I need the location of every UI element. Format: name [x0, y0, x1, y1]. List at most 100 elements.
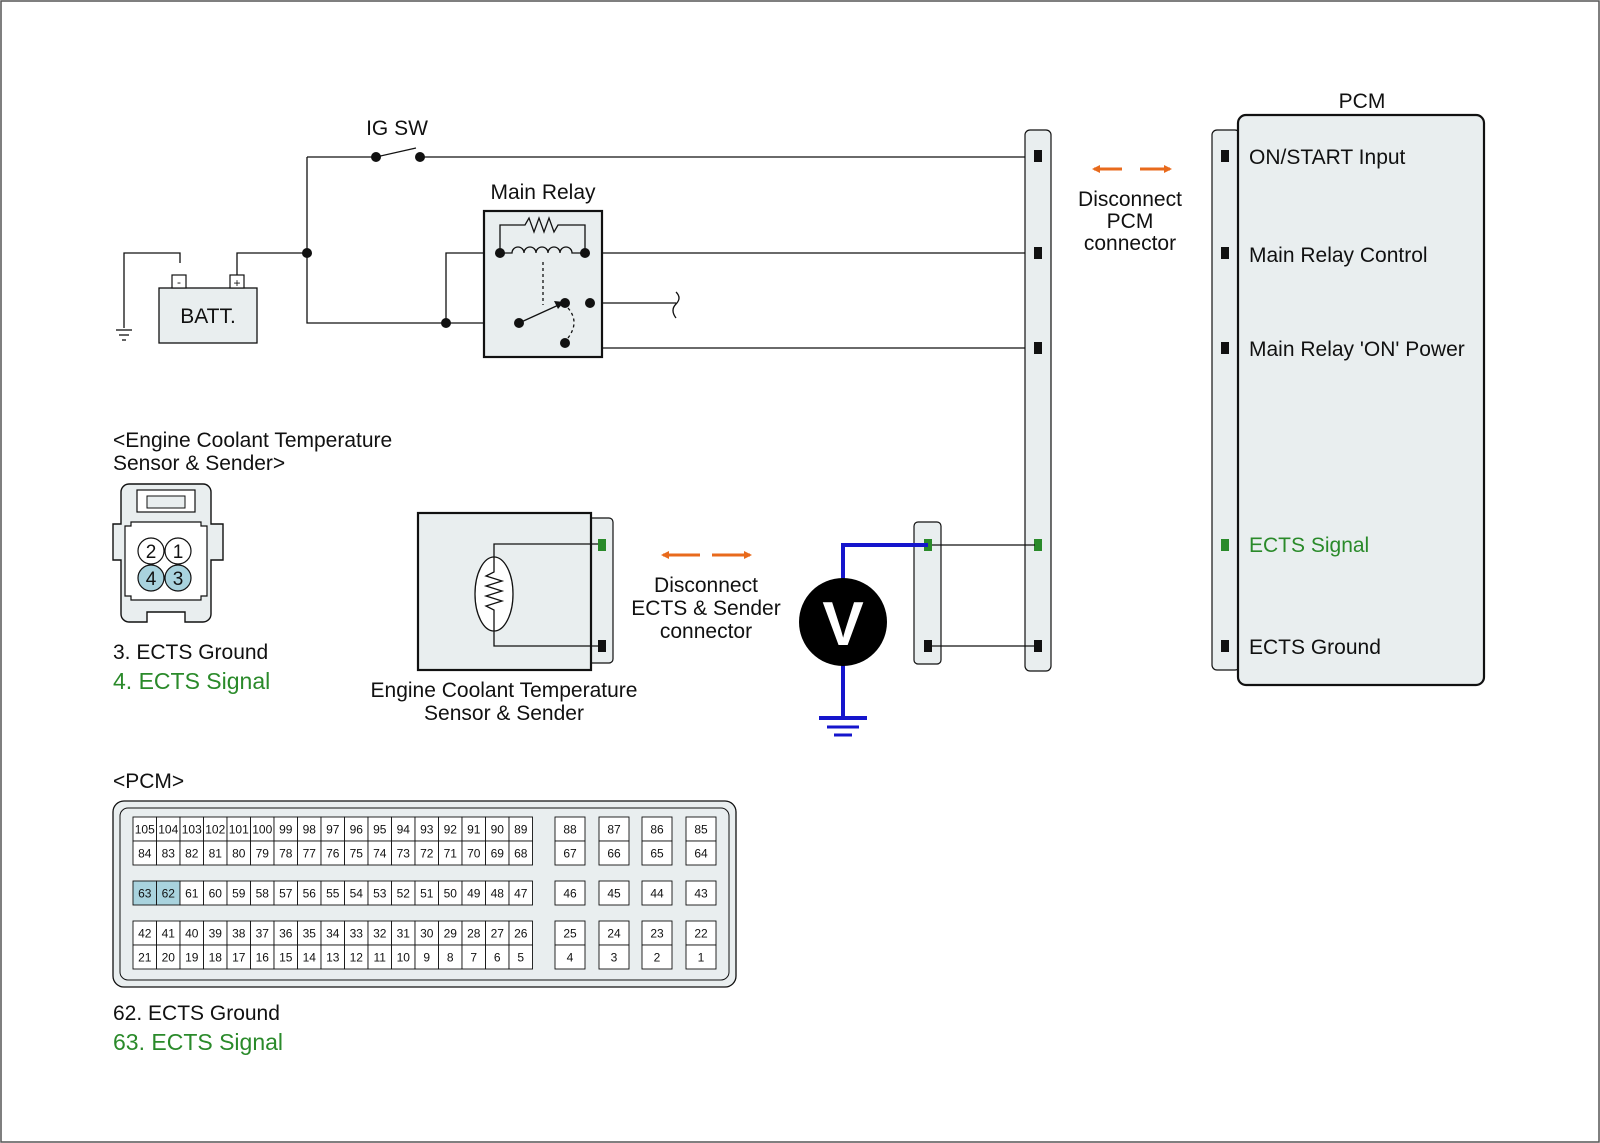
- pcm-pin-cell: [554, 880, 586, 906]
- pcm-pin-label: 62: [162, 887, 176, 901]
- battery: - + BATT.: [116, 252, 258, 344]
- pcm-pin-label: 75: [350, 847, 364, 861]
- pcm-pin-label: 66: [607, 847, 621, 861]
- battery-body: [158, 287, 258, 344]
- ects-pin-3: [164, 564, 192, 592]
- pcm-pin-label: 12: [350, 951, 364, 965]
- pcm-module: PCM ON/START Input Main Relay Control Ma…: [1236, 90, 1486, 687]
- pcm-pin-label: 43: [694, 887, 708, 901]
- disconnect-pcm-line1: Disconnect: [1078, 188, 1182, 211]
- pcm-pin-label: 104: [158, 823, 178, 837]
- pcm-pin-label: 5: [517, 951, 524, 965]
- pcm-pin-label: 61: [185, 887, 199, 901]
- pcm-pin-label: 14: [303, 951, 317, 965]
- ects-pin-4-label: 4: [146, 569, 157, 590]
- pcm-pin-label: 79: [256, 847, 270, 861]
- ects-sensor-caption-line1: Engine Coolant Temperature: [371, 679, 638, 702]
- ects-legend-ground: 3. ECTS Ground: [113, 641, 268, 664]
- pcm-pin-main-relay-on-power: Main Relay 'ON' Power: [1249, 338, 1465, 361]
- pcm-pin-label: 74: [373, 847, 387, 861]
- pcm-pin-cell: [641, 816, 673, 842]
- pcm-pin-label: 59: [232, 887, 246, 901]
- pcm-pin-label: 89: [514, 823, 528, 837]
- pcm-pin-label: 95: [373, 823, 387, 837]
- voltmeter: V: [799, 543, 928, 737]
- disconnect-pcm-line3: connector: [1084, 232, 1176, 255]
- pcm-pin-label: 11: [374, 951, 387, 965]
- pcm-pin-label: 58: [256, 887, 270, 901]
- pcm-pin-label: 85: [694, 823, 708, 837]
- pcm-pin-cell: [685, 944, 717, 970]
- pcm-pin-label: 19: [185, 951, 199, 965]
- pcm-pin-label: 46: [563, 887, 577, 901]
- ects-pin-2-label: 2: [146, 542, 157, 563]
- pcm-pin-cell: [508, 880, 533, 906]
- ground-wire-battery: [123, 252, 181, 328]
- pcm-legend-signal: 63. ECTS Signal: [113, 1029, 283, 1055]
- ects-pin-3-label: 3: [173, 569, 184, 590]
- pcm-pin-label: 16: [256, 951, 270, 965]
- pcm-pin-cell: [554, 944, 586, 970]
- pcm-pin-ects-ground: ECTS Ground: [1249, 636, 1381, 659]
- wire-continuation: [672, 291, 680, 319]
- pcm-pin-label: 64: [694, 847, 708, 861]
- pcm-pin-cell: [685, 920, 717, 946]
- pcm-pin-cell: [685, 840, 717, 866]
- pcm-pin-label: 54: [350, 887, 364, 901]
- battery-neg-terminal: -: [177, 275, 181, 289]
- pcm-pin-label: 42: [138, 927, 152, 941]
- pcm-pin-label: 41: [162, 927, 176, 941]
- ects-pin-2: [137, 537, 165, 565]
- pcm-pin-label: 71: [444, 847, 458, 861]
- pcm-pin-label: 10: [397, 951, 411, 965]
- pcm-pin-label: 80: [232, 847, 246, 861]
- battery-label: BATT.: [180, 305, 236, 328]
- pcm-pin-cell: [641, 840, 673, 866]
- ig-switch-label: IG SW: [366, 117, 428, 140]
- pcm-pin-label: 30: [420, 927, 434, 941]
- pcm-pin-label: 6: [494, 951, 501, 965]
- main-relay: Main Relay: [482, 181, 604, 359]
- pcm-pin-label: 40: [185, 927, 199, 941]
- ects-legend-signal: 4. ECTS Signal: [113, 668, 270, 694]
- pcm-pin-cell: [508, 840, 533, 866]
- pcm-pin-label: 72: [420, 847, 434, 861]
- pcm-pin-label: 1: [698, 951, 705, 965]
- main-relay-label: Main Relay: [490, 181, 596, 204]
- disconnect-ects-line1: Disconnect: [654, 574, 758, 597]
- pcm-pin-label: 99: [279, 823, 293, 837]
- pcm-pin-label: 53: [373, 887, 387, 901]
- pcm-legend-ground: 62. ECTS Ground: [113, 1002, 280, 1025]
- pcm-pin-label: 22: [694, 927, 708, 941]
- pcm-pin-label: 26: [514, 927, 528, 941]
- ects-connector-heading-line1: <Engine Coolant Temperature: [113, 429, 392, 452]
- disconnect-pcm-text: Disconnect PCM connector: [1078, 188, 1182, 255]
- pcm-pin-label: 96: [350, 823, 364, 837]
- pin-markers: [1034, 150, 1229, 652]
- pcm-pin-label: 51: [420, 887, 434, 901]
- pcm-pin-label: 63: [138, 887, 152, 901]
- pcm-pin-label: 31: [397, 927, 411, 941]
- pcm-pin-label: 102: [205, 823, 225, 837]
- pcm-pin-cell: [554, 816, 586, 842]
- ects-connector-heading-line2: Sensor & Sender>: [113, 452, 285, 475]
- pcm-pin-label: 92: [444, 823, 458, 837]
- pcm-pin-label: 35: [303, 927, 317, 941]
- pcm-pin-cell: [598, 944, 630, 970]
- pcm-pin-label: 94: [397, 823, 411, 837]
- disconnect-ects-line3: connector: [660, 620, 752, 643]
- pcm-pin-label: 44: [650, 887, 664, 901]
- pcm-body: [1236, 113, 1486, 687]
- ground-icon: [116, 329, 132, 341]
- pcm-pin-label: 105: [135, 823, 155, 837]
- pcm-pin-label: 34: [326, 927, 340, 941]
- pcm-pin-label: 27: [491, 927, 505, 941]
- pcm-pin-label: 90: [491, 823, 505, 837]
- pcm-pin-label: 70: [467, 847, 481, 861]
- pcm-pin-label: 91: [467, 823, 481, 837]
- ects-connector-pinout: <Engine Coolant Temperature Sensor & Sen…: [112, 429, 392, 694]
